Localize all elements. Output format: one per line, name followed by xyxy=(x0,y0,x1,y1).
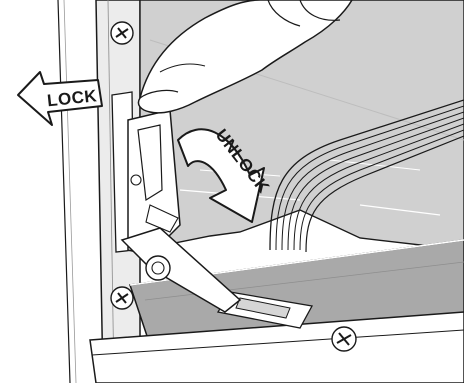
screw-icon xyxy=(111,287,133,309)
cabinet-side-wall xyxy=(0,0,96,383)
screw-icon xyxy=(111,22,133,44)
screw-icon xyxy=(332,327,356,351)
